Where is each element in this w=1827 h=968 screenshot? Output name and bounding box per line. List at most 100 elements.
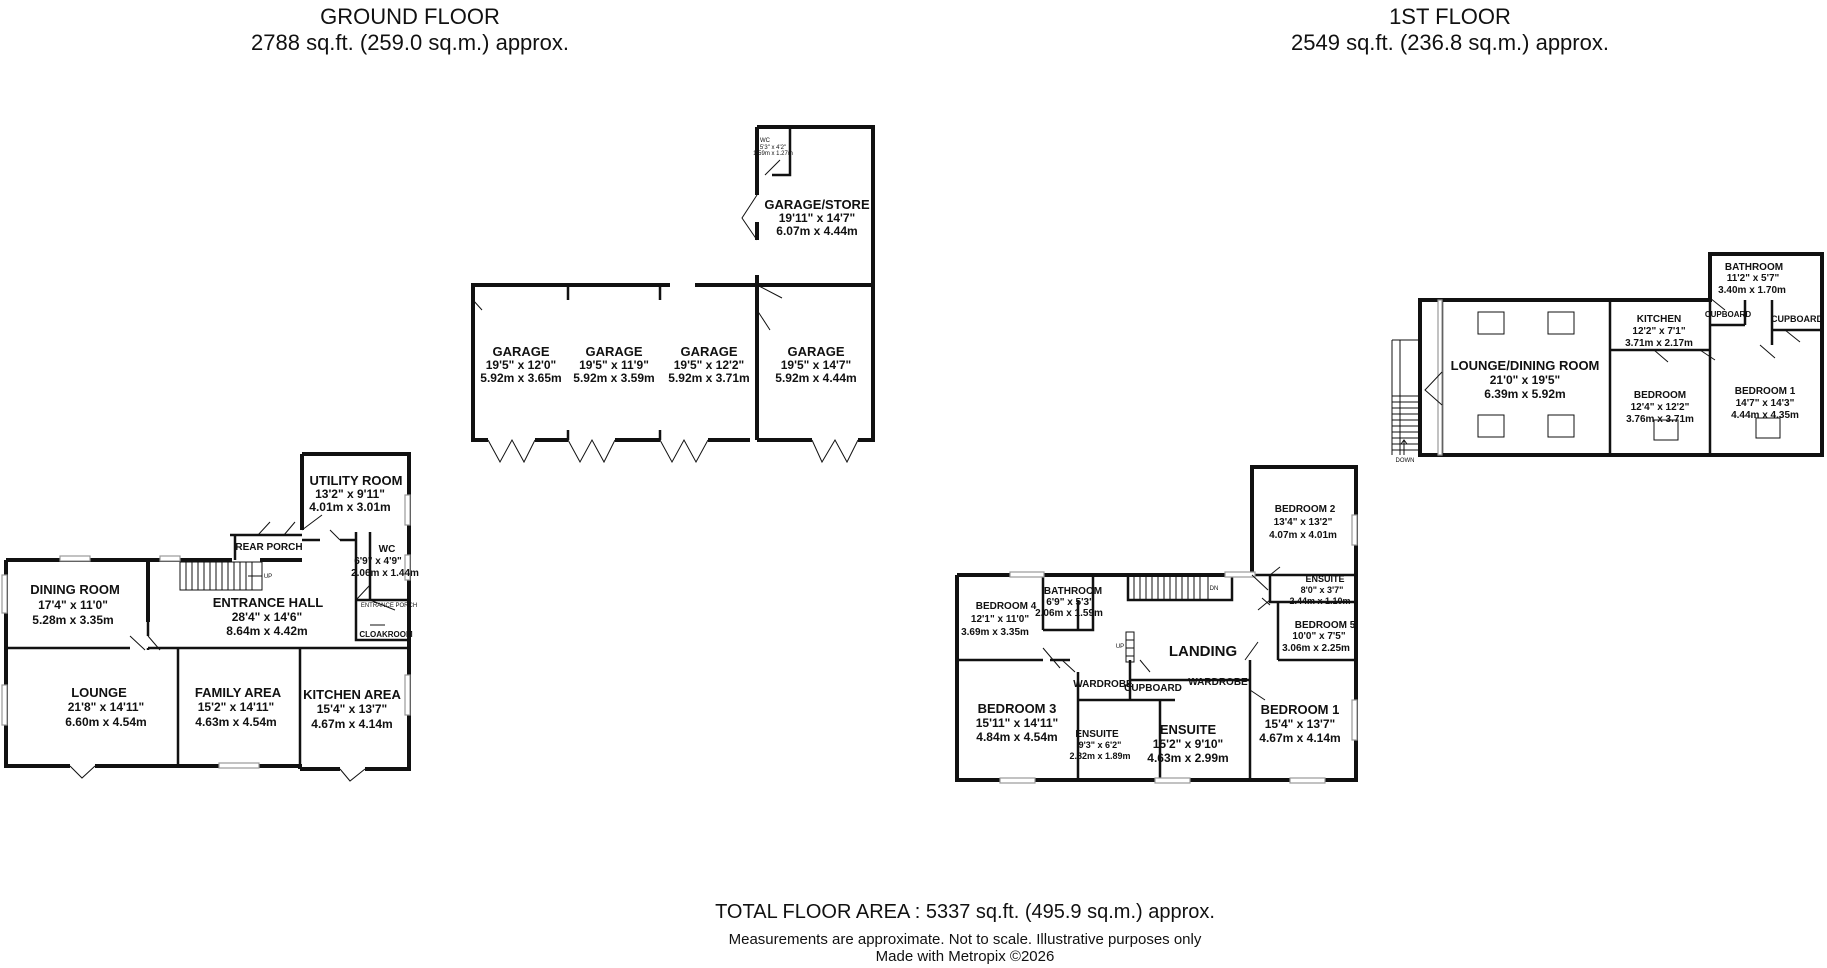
landing-stair-up: UP <box>1116 644 1124 650</box>
bedroom-2-metric: 4.07m x 4.01m <box>1269 530 1337 541</box>
lounge-imperial: 21'8" x 14'11" <box>68 700 144 714</box>
lounge-dining-metric: 6.39m x 5.92m <box>1484 387 1565 401</box>
ensuite-b3-imperial: 9'3" x 6'2" <box>1079 740 1122 750</box>
first-floor-title: 1ST FLOOR <box>1389 4 1511 29</box>
landing-stair-dn: DN <box>1210 586 1219 592</box>
ground-floor-title: GROUND FLOOR <box>320 4 500 29</box>
bedroom-1-annex-imperial: 14'7" x 14'3" <box>1736 398 1795 409</box>
utility-name: UTILITY ROOM <box>310 473 403 488</box>
bathroom-annex-imperial: 11'2" x 5'7" <box>1727 273 1780 284</box>
bedroom-annex-name: BEDROOM <box>1634 390 1686 401</box>
entrance-hall-imperial: 28'4" x 14'6" <box>232 610 302 624</box>
dining-name: DINING ROOM <box>30 582 120 597</box>
bedroom-annex-imperial: 12'4" x 12'2" <box>1631 402 1690 413</box>
bedroom-4-metric: 3.69m x 3.35m <box>961 627 1029 638</box>
bedroom-3-name: BEDROOM 3 <box>978 701 1057 716</box>
bathroom-name: BATHROOM <box>1044 586 1102 597</box>
first-floor-main <box>955 465 1358 784</box>
credit-text: Made with Metropix ©2026 <box>875 948 1055 965</box>
garage-store-imperial: 19'11" x 14'7" <box>779 211 855 225</box>
cupboard-annex-b-name: CUPBOARD <box>1771 314 1824 324</box>
garage-2-name: GARAGE <box>585 344 642 359</box>
lounge-name: LOUNGE <box>71 685 127 700</box>
ground-floor-house <box>1 452 411 782</box>
utility-imperial: 13'2" x 9'11" <box>315 487 385 501</box>
garage-store-metric: 6.07m x 4.44m <box>776 224 857 238</box>
bedroom-5-imperial: 10'0" x 7'5" <box>1292 631 1345 642</box>
total-floor-area: TOTAL FLOOR AREA : 5337 sq.ft. (495.9 sq… <box>715 901 1215 923</box>
bedroom-annex-metric: 3.76m x 3.71m <box>1626 414 1694 425</box>
bedroom-1-metric: 4.67m x 4.14m <box>1259 731 1340 745</box>
utility-metric: 4.01m x 3.01m <box>309 500 390 514</box>
bedroom-1-annex-metric: 4.44m x 4.35m <box>1731 410 1799 421</box>
first-floor-annex <box>1391 252 1824 457</box>
cupboard-annex-a-name: CUPBOARD <box>1705 310 1751 319</box>
bedroom-4-name: BEDROOM 4 <box>976 601 1037 612</box>
wc-imperial: 6'9" x 4'9" <box>354 556 402 567</box>
bedroom-2-imperial: 13'4" x 13'2" <box>1274 517 1333 528</box>
entrance-porch-name: ENTRANCE PORCH <box>361 603 417 609</box>
cloakroom-name: CLOAKROOM <box>359 630 413 639</box>
bedroom-2-name: BEDROOM 2 <box>1275 504 1336 515</box>
kitchen-metric: 4.67m x 4.14m <box>311 717 392 731</box>
garage-3-imperial: 19'5" x 12'2" <box>674 358 744 372</box>
disclaimer: Measurements are approximate. Not to sca… <box>0 931 1827 965</box>
kitchen-annex-metric: 3.71m x 2.17m <box>1625 338 1693 349</box>
wc-garage-metric: 1.59m x 1.27m <box>753 151 793 157</box>
wc-name: WC <box>379 544 396 555</box>
ensuite-main-metric: 4.63m x 2.99m <box>1147 751 1228 765</box>
garage-block <box>471 125 875 464</box>
first-floor-area: 2549 sq.ft. (236.8 sq.m.) approx. <box>1291 30 1609 55</box>
rear-porch-name: REAR PORCH <box>235 542 302 553</box>
bathroom-annex-metric: 3.40m x 1.70m <box>1718 285 1786 296</box>
garage-2-imperial: 19'5" x 11'9" <box>579 358 649 372</box>
bedroom-5-metric: 3.06m x 2.25m <box>1282 643 1350 654</box>
garage-3-metric: 5.92m x 3.71m <box>668 371 749 385</box>
kitchen-annex-name: KITCHEN <box>1637 314 1681 325</box>
garage-2-metric: 5.92m x 3.59m <box>573 371 654 385</box>
lounge-dining-imperial: 21'0" x 19'5" <box>1490 373 1560 387</box>
bedroom-4-imperial: 12'1" x 11'0" <box>971 614 1029 625</box>
ensuite-main-imperial: 15'2" x 9'10" <box>1153 737 1223 751</box>
bedroom-1-name: BEDROOM 1 <box>1261 702 1340 717</box>
lounge-metric: 6.60m x 4.54m <box>65 715 146 729</box>
disclaimer-text: Measurements are approximate. Not to sca… <box>728 931 1202 948</box>
garage-1-name: GARAGE <box>492 344 549 359</box>
family-imperial: 15'2" x 14'11" <box>198 700 274 714</box>
ground-floor-area: 2788 sq.ft. (259.0 sq.m.) approx. <box>251 30 569 55</box>
ensuite-small-name: ENSUITE <box>1305 574 1344 584</box>
ensuite-b3-metric: 2.82m x 1.89m <box>1069 751 1130 761</box>
dining-metric: 5.28m x 3.35m <box>32 613 113 627</box>
wc-metric: 2.06m x 1.44m <box>351 568 419 579</box>
ensuite-small-imperial: 8'0" x 3'7" <box>1301 585 1344 595</box>
garage-store-name: GARAGE/STORE <box>764 197 870 212</box>
garage-4-imperial: 19'5" x 14'7" <box>781 358 851 372</box>
ensuite-main-name: ENSUITE <box>1160 722 1217 737</box>
wardrobe-a-name: WARDROBE <box>1073 679 1133 690</box>
kitchen-annex-imperial: 12'2" x 7'1" <box>1632 326 1685 337</box>
garage-1-imperial: 19'5" x 12'0" <box>486 358 556 372</box>
kitchen-name: KITCHEN AREA <box>303 687 401 702</box>
entrance-hall-metric: 8.64m x 4.42m <box>226 624 307 638</box>
ensuite-small-metric: 2.44m x 1.10m <box>1289 596 1350 606</box>
cupboard-name: CUPBOARD <box>1124 683 1182 694</box>
ensuite-b3-name: ENSUITE <box>1075 729 1119 740</box>
dining-imperial: 17'4" x 11'0" <box>38 598 108 612</box>
ground-floor-header: GROUND FLOOR 2788 sq.ft. (259.0 sq.m.) a… <box>200 4 620 56</box>
garage-4-name: GARAGE <box>787 344 844 359</box>
landing-name: LANDING <box>1169 643 1237 660</box>
lounge-dining-name: LOUNGE/DINING ROOM <box>1451 358 1600 373</box>
entrance-hall-name: ENTRANCE HALL <box>213 595 324 610</box>
bedroom-1-annex-name: BEDROOM 1 <box>1735 386 1796 397</box>
ground-stair-up: UP <box>264 574 272 580</box>
annex-stair-down: DOWN <box>1396 458 1415 464</box>
bathroom-metric: 2.06m x 1.59m <box>1035 608 1103 619</box>
bathroom-annex-name: BATHROOM <box>1725 262 1783 273</box>
bedroom-3-imperial: 15'11" x 14'11" <box>976 716 1059 730</box>
bedroom-3-metric: 4.84m x 4.54m <box>976 730 1057 744</box>
wardrobe-b-name: WARDROBE <box>1188 677 1248 688</box>
first-floor-header: 1ST FLOOR 2549 sq.ft. (236.8 sq.m.) appr… <box>1250 4 1650 56</box>
bedroom-1-imperial: 15'4" x 13'7" <box>1265 717 1335 731</box>
kitchen-imperial: 15'4" x 13'7" <box>317 702 387 716</box>
